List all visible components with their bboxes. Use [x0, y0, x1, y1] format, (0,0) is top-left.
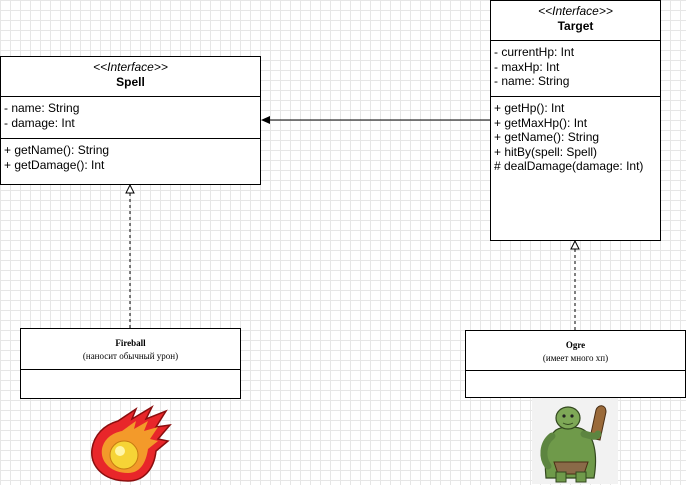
- method: + getMaxHp(): Int: [494, 115, 588, 130]
- target-attributes: - currentHp: Int - maxHp: Int - name: St…: [491, 41, 660, 96]
- ogre-note: (имеет много хп): [542, 353, 609, 363]
- target-methods: + getHp(): Int + getMaxHp(): Int + getNa…: [491, 96, 660, 178]
- ogre-class-box[interactable]: Ogre (имеет много хп): [465, 330, 686, 398]
- method: + getDamage(): Int: [4, 157, 105, 172]
- spell-header: <<Interface>> Spell: [1, 57, 260, 97]
- ogre-header: Ogre (имеет много хп): [466, 331, 685, 371]
- attribute: - currentHp: Int: [494, 45, 575, 59]
- method: # dealDamage(damage: Int): [494, 159, 644, 173]
- spell-stereotype: <<Interface>>: [93, 60, 168, 74]
- association-arrowhead: [261, 116, 270, 124]
- attribute: - damage: Int: [4, 115, 75, 130]
- target-header: <<Interface>> Target: [491, 1, 660, 41]
- method: + getHp(): Int: [494, 101, 565, 115]
- spell-methods: + getName(): String + getDamage(): Int: [1, 138, 260, 176]
- fireball-icon: [91, 405, 172, 482]
- spell-name: Spell: [116, 75, 145, 89]
- method: + hitBy(spell: Spell): [494, 144, 598, 159]
- method: + getName(): String: [4, 143, 110, 157]
- ogre-name: Ogre: [565, 340, 586, 350]
- spell-interface-box[interactable]: <<Interface>> Spell - name: String - dam…: [0, 56, 261, 185]
- ogre-illustration: [532, 398, 618, 484]
- attribute: - maxHp: Int: [494, 59, 560, 74]
- attribute: - name: String: [494, 74, 570, 88]
- target-stereotype: <<Interface>>: [538, 4, 613, 18]
- ogre-realization-arrowhead: [570, 239, 580, 250]
- attribute: - name: String: [4, 101, 80, 115]
- fireball-realization-arrowhead: [125, 183, 135, 194]
- method: + getName(): String: [494, 130, 600, 144]
- fireball-name: Fireball: [115, 338, 146, 348]
- fireball-class-box[interactable]: Fireball (наносит обычный урон): [20, 328, 241, 399]
- spell-attributes: - name: String - damage: Int: [1, 97, 260, 138]
- fireball-header: Fireball (наносит обычный урон): [21, 329, 240, 370]
- fireball-note: (наносит обычный урон): [82, 351, 179, 361]
- target-interface-box[interactable]: <<Interface>> Target - currentHp: Int - …: [490, 0, 661, 241]
- target-name: Target: [557, 19, 594, 33]
